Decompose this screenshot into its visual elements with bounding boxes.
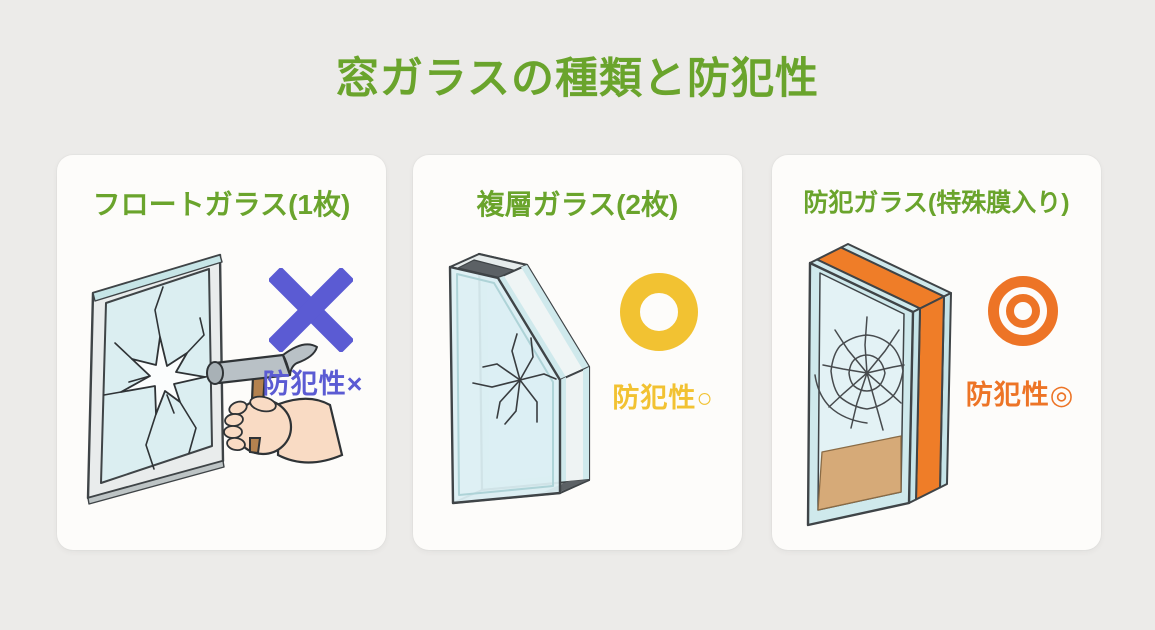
hand-holding-hammer <box>223 395 344 464</box>
rating-double-circle-mark <box>988 276 1058 346</box>
crack-lines <box>472 333 557 425</box>
rating-label: 防犯性○ <box>612 383 714 413</box>
card-title: 防犯ガラス(特殊膜入り) <box>803 189 1070 217</box>
card-title: フロートガラス(1枚) <box>92 189 351 220</box>
card-float-glass: フロートガラス(1枚) <box>57 155 386 550</box>
double-glazing-unit <box>448 252 591 505</box>
rating-label: 防犯性◎ <box>965 380 1075 410</box>
hammer-breaking-glass-illustration <box>86 253 344 505</box>
impact-star <box>120 336 206 415</box>
card-double-glazing: 複層ガラス(2枚) <box>413 155 742 550</box>
rating-x-mark <box>269 268 353 352</box>
card-security-glass: 防犯ガラス(特殊膜入り) <box>772 155 1101 550</box>
rating-label: 防犯性× <box>262 369 364 399</box>
rating-circle-mark <box>620 273 698 351</box>
laminated-security-glass-illustration <box>806 243 952 527</box>
card-title: 複層ガラス(2枚) <box>476 189 679 220</box>
spiderweb-crack <box>814 316 905 431</box>
page-title: 窓ガラスの種類と防犯性 <box>335 55 820 103</box>
double-glazing-illustration <box>448 252 591 505</box>
